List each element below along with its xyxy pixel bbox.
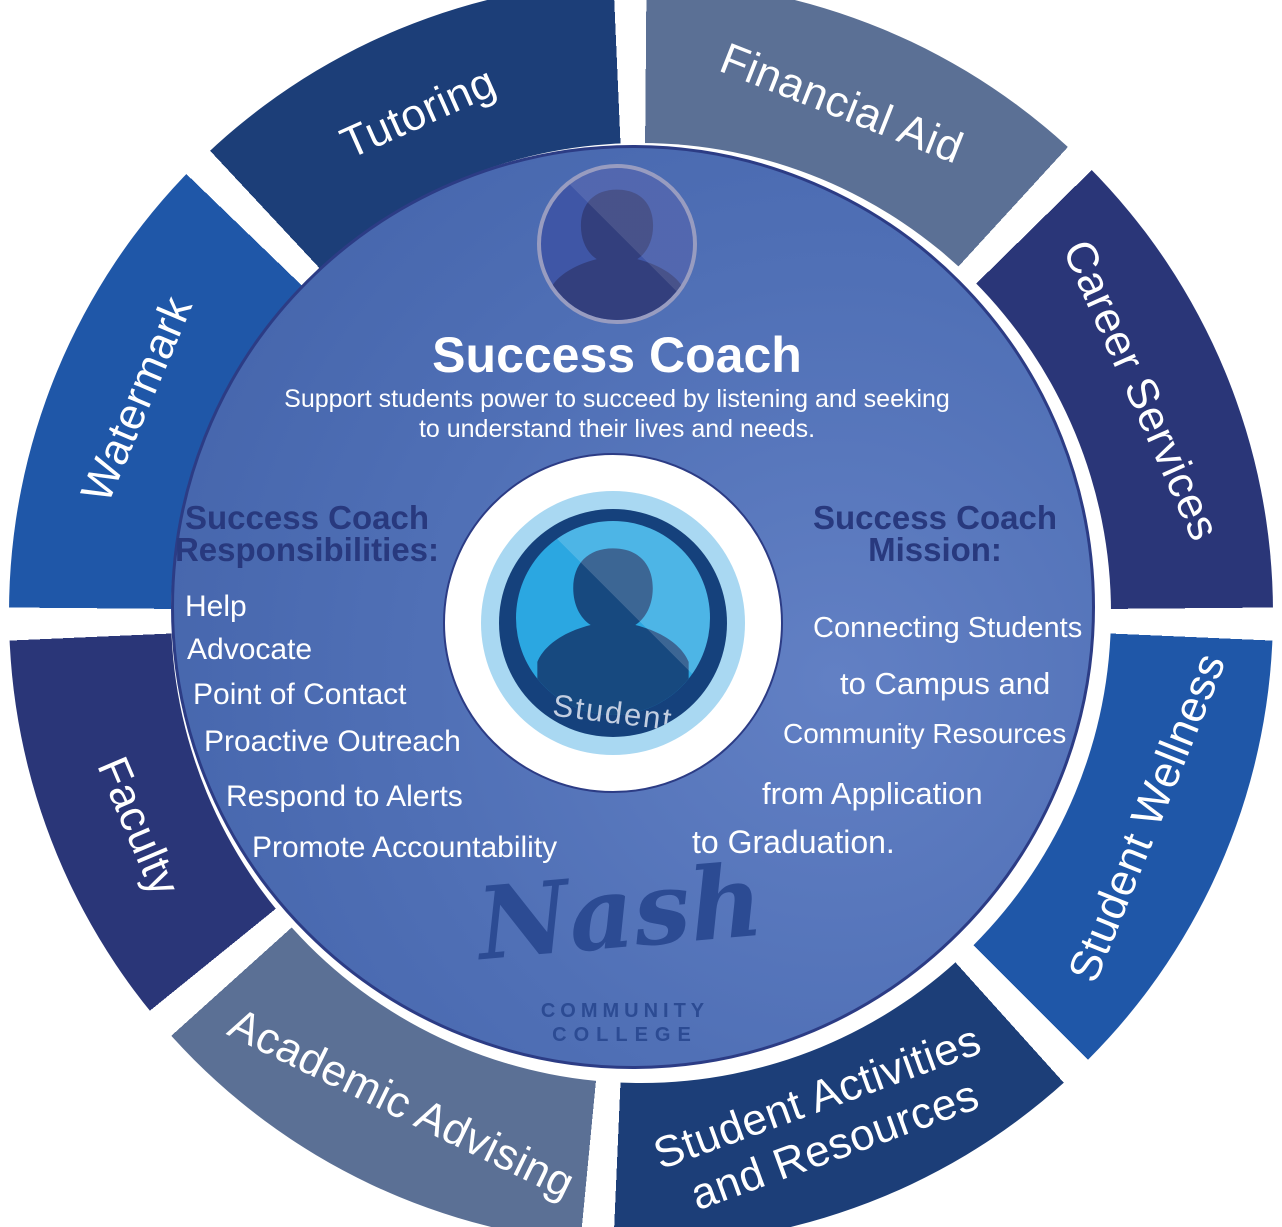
responsibility-item: Promote Accountability — [252, 831, 558, 864]
coach-person-icon — [548, 189, 686, 320]
student-avatar: Student — [443, 453, 783, 793]
mission-line: Community Resources — [783, 718, 1067, 749]
page-title: Success Coach — [432, 327, 802, 383]
page-subtitle: Support students power to succeed by lis… — [242, 384, 992, 444]
responsibility-item: Proactive Outreach — [204, 725, 461, 758]
responsibility-item: Respond to Alerts — [226, 780, 463, 813]
nash-logo-college: COLLEGE — [552, 1024, 698, 1046]
mission-line: to Graduation. — [692, 824, 895, 860]
mission-line: Connecting Students — [813, 612, 1083, 644]
coach-avatar — [537, 164, 697, 324]
responsibility-item: Help — [185, 590, 247, 623]
responsibility-item: Point of Contact — [193, 678, 407, 711]
responsibility-item: Advocate — [187, 633, 313, 666]
responsibilities-heading: Success Coach Responsibilities: — [174, 499, 440, 568]
subtitle-line: Support students power to succeed by lis… — [284, 385, 950, 413]
mission-line: from Application — [762, 776, 983, 811]
student-avatar-navy-ring: Student — [499, 509, 727, 737]
nash-logo-community: COMMUNITY — [540, 1000, 710, 1022]
subtitle-line: to understand their lives and needs. — [418, 415, 816, 443]
mission-heading: Success Coach Mission: — [813, 499, 1057, 568]
student-avatar-face — [516, 521, 710, 715]
student-person-icon — [537, 548, 689, 715]
mission-line: to Campus and — [840, 666, 1051, 701]
coach-avatar-highlight — [541, 168, 693, 320]
nash-logo-script: Nash — [472, 840, 768, 984]
student-avatar-highlight — [516, 521, 710, 715]
